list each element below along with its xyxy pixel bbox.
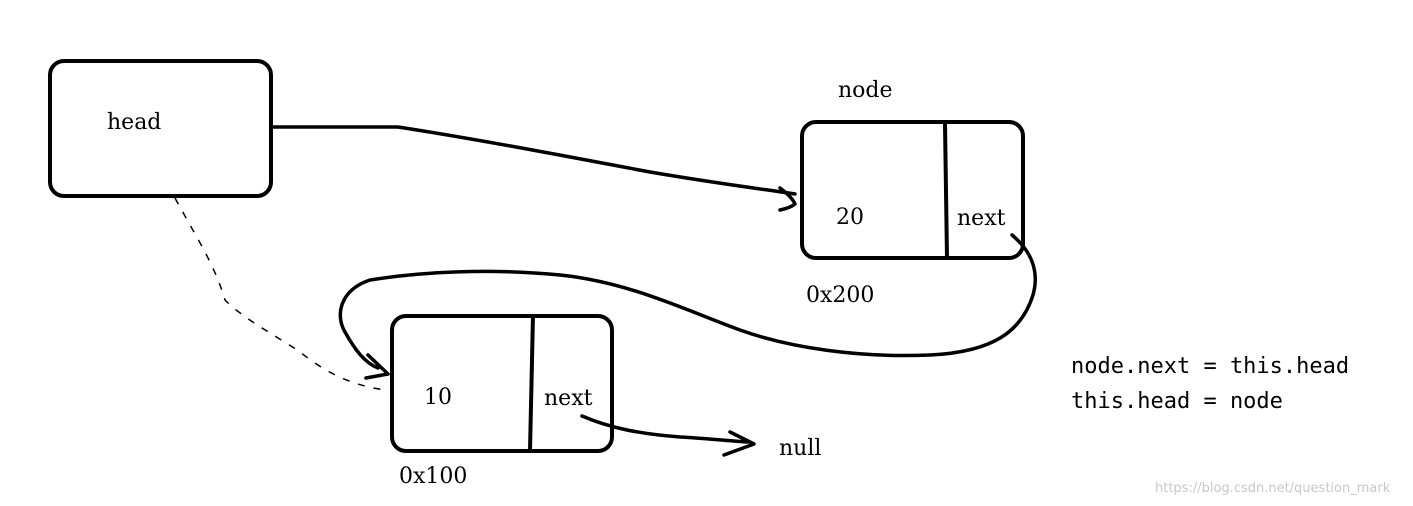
node-20-address: 0x200 — [806, 283, 874, 308]
node-20-next-label: next — [957, 206, 1006, 231]
node-next-to-node-10-arrow — [338, 233, 1037, 380]
node-20-value: 20 — [836, 205, 864, 230]
code-line-1: node.next = this.head — [1071, 354, 1349, 379]
head-box-frame — [48, 59, 273, 198]
head-label: head — [107, 110, 161, 135]
old-head-link-dashed — [174, 197, 386, 391]
head-to-node-arrow — [270, 125, 797, 212]
node-10-next-label: next — [544, 386, 593, 411]
watermark: https://blog.csdn.net/question_mark — [1155, 481, 1391, 496]
code-line-2: this.head = node — [1071, 389, 1283, 414]
head-box: head — [48, 59, 273, 198]
node-20-divider — [943, 123, 949, 259]
null-label: null — [779, 436, 821, 461]
node-10-next-to-null-arrow — [580, 414, 756, 457]
node-10-box: 10 next — [390, 314, 614, 453]
node-caption: node — [838, 78, 893, 103]
node-20-frame — [800, 120, 1025, 260]
node-10-address: 0x100 — [399, 464, 467, 489]
node-20-box: 20 next — [800, 120, 1025, 260]
node-10-divider — [528, 314, 535, 452]
node-10-frame — [390, 314, 614, 453]
node-10-value: 10 — [424, 385, 452, 410]
